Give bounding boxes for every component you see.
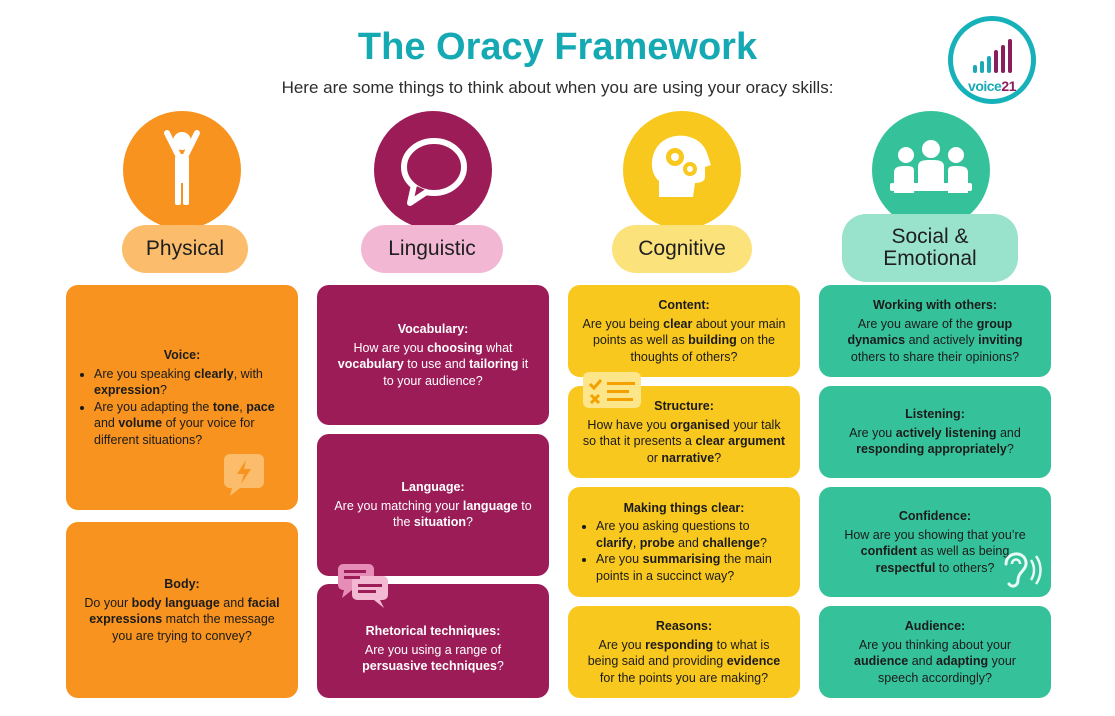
voice21-logo: voice21 bbox=[948, 16, 1036, 104]
page-subtitle: Here are some things to think about when… bbox=[281, 78, 834, 97]
card-body: How have you organised your talk so that… bbox=[582, 417, 786, 465]
physical-icon-circle bbox=[123, 111, 241, 229]
card-heading: Audience: bbox=[904, 619, 966, 633]
card-body: Are you actively listening and respondin… bbox=[849, 425, 1021, 457]
voice-card: Voice: Are you speaking clearly, with ex… bbox=[66, 285, 298, 510]
card-bullets: Are you speaking clearly, with expressio… bbox=[80, 366, 284, 449]
card-body: Are you matching your language to the si… bbox=[334, 498, 532, 530]
card-heading: Reasons: bbox=[655, 619, 713, 633]
emphasis-text: actively listening bbox=[895, 425, 997, 440]
card-heading: Structure: bbox=[654, 399, 714, 413]
emphasis-text: narrative bbox=[661, 450, 715, 465]
cognitive-label: Cognitive bbox=[612, 225, 752, 273]
chat-messages-icon bbox=[338, 564, 388, 608]
lightning-bolt-icon bbox=[224, 454, 264, 496]
page-title: The Oracy Framework bbox=[357, 26, 758, 68]
card-body: How are you choosing what vocabulary to … bbox=[337, 340, 529, 388]
emphasis-text: responding bbox=[645, 637, 714, 652]
logo-text-21: 21 bbox=[1001, 78, 1016, 94]
emphasis-text: tailoring bbox=[469, 357, 519, 371]
card-heading: Language: bbox=[401, 480, 465, 495]
card-body: Are you using a range of persuasive tech… bbox=[362, 642, 504, 674]
checklist-icon bbox=[583, 372, 641, 408]
card-body: Are you thinking about your audience and… bbox=[854, 637, 1016, 685]
emphasis-text: language bbox=[462, 498, 518, 513]
content-card: Content: Are you being clear about your … bbox=[568, 285, 800, 377]
card-heading: Working with others: bbox=[872, 298, 998, 312]
emphasis-text: volume bbox=[118, 416, 163, 430]
emphasis-text: body language bbox=[131, 595, 220, 610]
head-gears-icon bbox=[651, 135, 711, 197]
card-heading: Confidence: bbox=[898, 509, 972, 523]
emphasis-text: expression bbox=[94, 383, 161, 397]
card-bullet: Are you speaking clearly, with expressio… bbox=[94, 366, 284, 399]
card-heading: Listening: bbox=[905, 407, 965, 422]
person-arms-up-icon bbox=[164, 130, 200, 205]
emphasis-text: situation bbox=[413, 515, 466, 530]
card-heading: Content: bbox=[658, 298, 710, 312]
speech-bubble-icon bbox=[401, 138, 467, 206]
body-card: Body: Do your body language and facial e… bbox=[66, 522, 298, 698]
reasons-card: Reasons: Are you responding to what is b… bbox=[568, 606, 800, 698]
emphasis-text: clear argument bbox=[695, 434, 786, 448]
card-body: How are you showing that you’re confiden… bbox=[844, 527, 1026, 575]
emphasis-text: organised bbox=[670, 417, 730, 432]
emphasis-text: probe bbox=[639, 535, 675, 550]
linguistic-label: Linguistic bbox=[361, 225, 503, 273]
vocabulary-card: Vocabulary: How are you choosing what vo… bbox=[317, 285, 549, 425]
making-things-clear-card: Making things clear: Are you asking ques… bbox=[568, 487, 800, 597]
social-emotional-icon-circle bbox=[872, 111, 990, 229]
emphasis-text: responding appropriately bbox=[856, 442, 1007, 457]
card-body: Are you aware of the group dynamics and … bbox=[847, 316, 1023, 364]
emphasis-text: building bbox=[688, 333, 737, 347]
rhetorical-card: Rhetorical techniques: Are you using a r… bbox=[317, 584, 549, 698]
emphasis-text: evidence bbox=[726, 654, 781, 668]
social-emotional-label: Social & Emotional bbox=[842, 214, 1018, 282]
card-bullet: Are you adapting the tone, pace and volu… bbox=[94, 399, 284, 449]
card-body: Are you being clear about your main poin… bbox=[582, 316, 786, 364]
group-people-icon bbox=[890, 140, 972, 193]
emphasis-text: clearly bbox=[194, 366, 234, 381]
card-heading: Vocabulary: bbox=[397, 322, 469, 336]
card-heading: Making things clear: bbox=[623, 500, 745, 515]
emphasis-text: pace bbox=[246, 399, 275, 414]
card-bullet: Are you summarising the main points in a… bbox=[596, 551, 786, 584]
card-heading: Voice: bbox=[163, 348, 201, 362]
emphasis-text: challenge bbox=[702, 535, 761, 550]
card-body: Are you responding to what is being said… bbox=[587, 637, 781, 685]
emphasis-text: facial expressions bbox=[89, 595, 280, 627]
language-card: Language: Are you matching your language… bbox=[317, 434, 549, 576]
card-heading: Rhetorical techniques: bbox=[365, 624, 501, 639]
emphasis-text: audience bbox=[854, 654, 909, 668]
listening-card: Listening: Are you actively listening an… bbox=[819, 386, 1051, 478]
confidence-card: Confidence: How are you showing that you… bbox=[819, 487, 1051, 597]
logo-wordmark: voice21 bbox=[953, 78, 1031, 94]
card-bullets: Are you asking questions to clarify, pro… bbox=[582, 518, 786, 584]
emphasis-text: vocabulary bbox=[337, 357, 404, 371]
working-with-others-card: Working with others: Are you aware of th… bbox=[819, 285, 1051, 377]
emphasis-text: group dynamics bbox=[847, 316, 1013, 348]
signal-bars-icon bbox=[973, 39, 1012, 73]
audience-card: Audience: Are you thinking about your au… bbox=[819, 606, 1051, 698]
cognitive-icon-circle bbox=[623, 111, 741, 229]
card-bullet: Are you asking questions to clarify, pro… bbox=[596, 518, 786, 551]
emphasis-text: inviting bbox=[978, 333, 1023, 347]
emphasis-text: tone bbox=[212, 399, 240, 414]
logo-text-voice: voice bbox=[968, 78, 1002, 94]
emphasis-text: adapting bbox=[936, 654, 989, 668]
physical-label: Physical bbox=[122, 225, 248, 273]
card-heading: Body: bbox=[164, 577, 200, 591]
emphasis-text: confident bbox=[860, 544, 917, 558]
emphasis-text: choosing bbox=[427, 340, 483, 355]
ear-icon bbox=[1004, 552, 1042, 588]
emphasis-text: clarify bbox=[596, 535, 633, 550]
linguistic-icon-circle bbox=[374, 111, 492, 229]
emphasis-text: summarising bbox=[642, 552, 721, 567]
emphasis-text: respectful bbox=[875, 560, 936, 575]
emphasis-text: clear bbox=[663, 316, 693, 331]
emphasis-text: persuasive techniques bbox=[362, 659, 497, 674]
card-body: Do your body language and facial express… bbox=[84, 595, 280, 643]
